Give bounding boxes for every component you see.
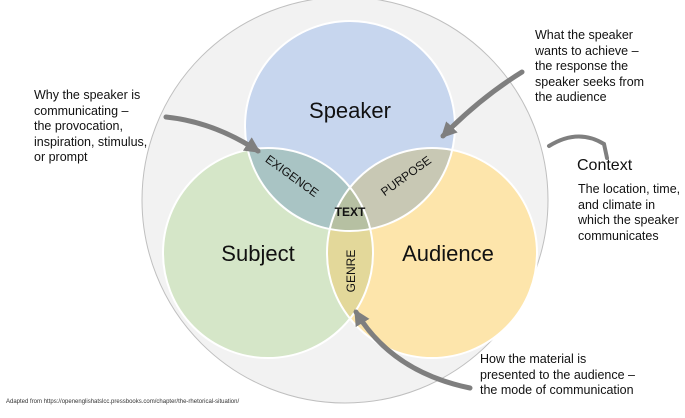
audience-label: Audience — [402, 241, 494, 266]
speaker-label: Speaker — [309, 98, 391, 123]
exigence-overlap — [245, 148, 373, 231]
subject-label: Subject — [221, 241, 294, 266]
audience-outline — [326, 147, 538, 359]
exigence-annotation: Why the speaker is communicating – the p… — [34, 88, 148, 164]
genre-label: GENRE — [344, 250, 358, 293]
text-label: TEXT — [335, 205, 366, 219]
subject-outline — [162, 147, 374, 359]
context-description: The location, time, and climate in which… — [578, 182, 681, 243]
source-credit: Adapted from https://openenglishatslcc.p… — [6, 399, 240, 405]
purpose-annotation: What the speaker wants to achieve – the … — [535, 28, 645, 104]
context-title: Context — [577, 157, 633, 174]
context-bracket — [547, 134, 609, 160]
purpose-overlap — [327, 148, 455, 231]
exigence-arrow — [163, 114, 261, 154]
purpose-arrow — [440, 69, 525, 139]
genre-annotation: How the material is presented to the aud… — [480, 352, 635, 397]
genre-arrow — [353, 309, 473, 391]
